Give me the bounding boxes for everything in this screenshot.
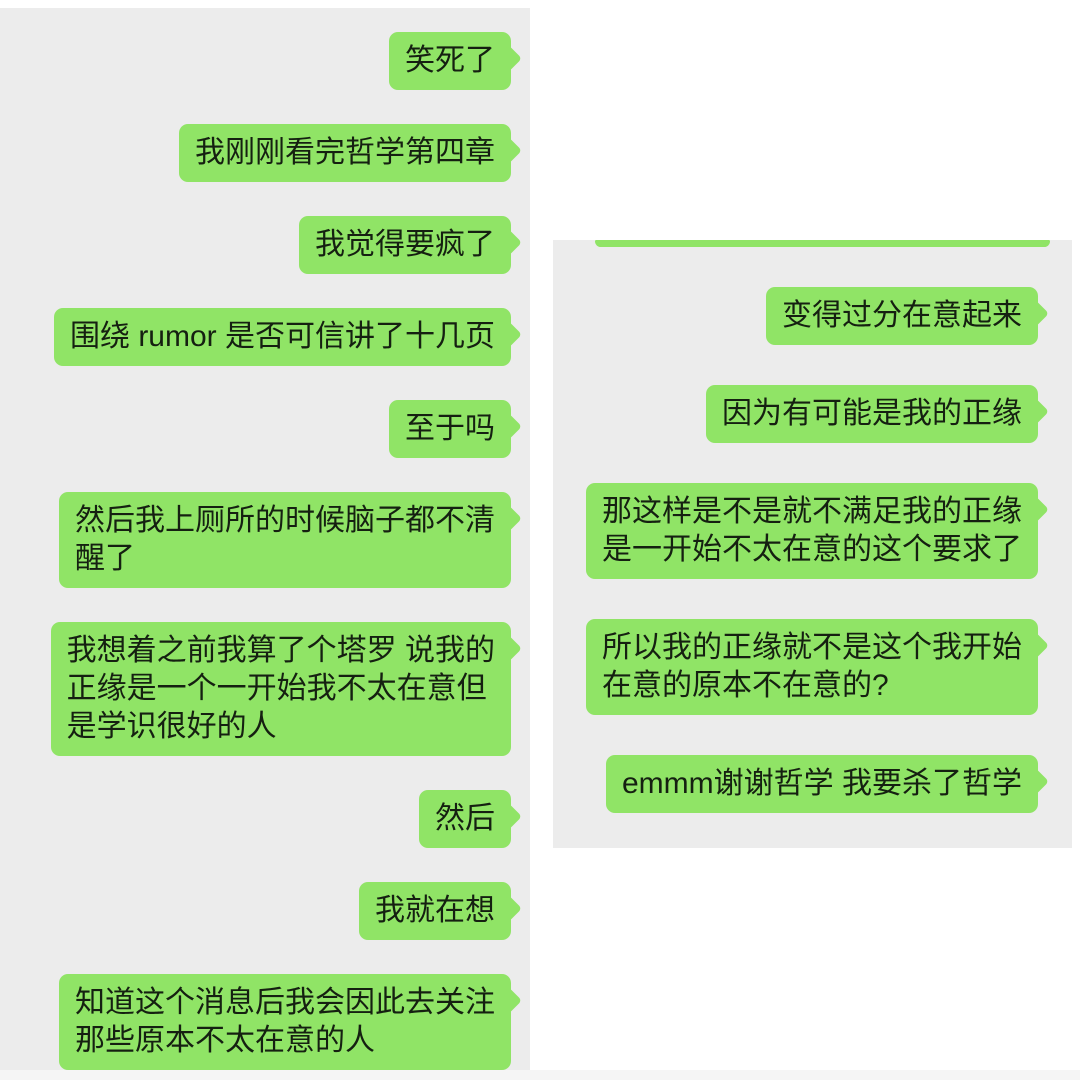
message-text: 那这样是不是就不满足我的正缘 是一开始不太在意的这个要求了 [602,495,1022,566]
bubble-tail [1022,398,1049,425]
message-text: 变得过分在意起来 [782,299,1022,332]
message-bubble[interactable]: emmm谢谢哲学 我要杀了哲学 [606,755,1049,813]
bubble-tail [495,987,522,1014]
bubble-tail [495,895,522,922]
message-text: 所以我的正缘就不是这个我开始 在意的原本不在意的? [602,631,1022,702]
message-text: 然后我上厕所的时候脑子都不清 醒了 [75,504,495,575]
message-bubble[interactable]: 然后我上厕所的时候脑子都不清 醒了 [59,492,522,588]
message-text: emmm谢谢哲学 我要杀了哲学 [622,767,1022,800]
bubble-tail [495,45,522,72]
message-bubble[interactable]: 我就在想 [359,882,522,940]
bubble-tail [1022,496,1049,523]
bubble-tail [495,505,522,532]
message-text: 我就在想 [375,894,495,927]
chat-panel-right: 变得过分在意起来因为有可能是我的正缘那这样是不是就不满足我的正缘 是一开始不太在… [553,240,1072,848]
page-bottom-strip [0,1070,1080,1080]
message-text: 我觉得要疯了 [315,228,495,261]
bubble-tail [1022,632,1049,659]
message-bubble[interactable]: 我觉得要疯了 [299,216,522,274]
message-bubble[interactable]: 因为有可能是我的正缘 [706,385,1049,443]
message-bubble[interactable]: 那这样是不是就不满足我的正缘 是一开始不太在意的这个要求了 [586,483,1049,579]
bubble-tail [1022,768,1049,795]
message-text: 至于吗 [405,412,495,445]
message-bubble[interactable]: 然后 [419,790,522,848]
message-text: 我刚刚看完哲学第四章 [195,136,495,169]
chat-panel-left: 笑死了我刚刚看完哲学第四章我觉得要疯了围绕 rumor 是否可信讲了十几页至于吗… [0,8,530,1070]
bubble-tail [1022,300,1049,327]
message-bubble[interactable]: 我刚刚看完哲学第四章 [179,124,522,182]
message-bubble[interactable]: 笑死了 [389,32,522,90]
bubble-tail [495,413,522,440]
message-bubble[interactable]: 至于吗 [389,400,522,458]
message-bubble[interactable]: 我想着之前我算了个塔罗 说我的 正缘是一个一开始我不太在意但 是学识很好的人 [50,622,522,756]
message-text: 因为有可能是我的正缘 [722,397,1022,430]
bubble-tail [495,803,522,830]
bubble-tail [495,137,522,164]
bubble-tail [495,635,522,662]
message-text: 我想着之前我算了个塔罗 说我的 正缘是一个一开始我不太在意但 是学识很好的人 [66,634,495,743]
message-text: 然后 [435,802,495,835]
message-text: 笑死了 [405,44,495,77]
message-text: 知道这个消息后我会因此去关注 那些原本不太在意的人 [75,986,495,1057]
bubble-tail [495,229,522,256]
message-text: 围绕 rumor 是否可信讲了十几页 [69,320,495,353]
message-bubble[interactable]: 围绕 rumor 是否可信讲了十几页 [53,308,522,366]
message-bubble[interactable]: 变得过分在意起来 [766,287,1049,345]
message-bubble[interactable]: 所以我的正缘就不是这个我开始 在意的原本不在意的? [586,619,1049,715]
message-bubble[interactable]: 知道这个消息后我会因此去关注 那些原本不太在意的人 [59,974,522,1070]
bubble-tail [495,321,522,348]
cutoff-message-bubble[interactable] [595,240,1050,247]
